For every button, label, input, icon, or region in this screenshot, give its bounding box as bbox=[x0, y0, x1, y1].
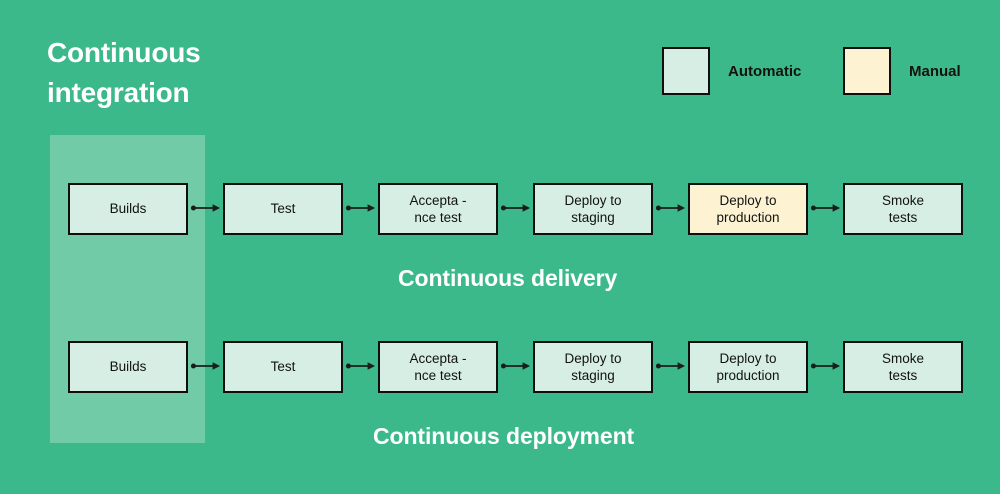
flow-arrow bbox=[190, 204, 221, 212]
flow-arrow bbox=[190, 362, 221, 370]
flow-arrow bbox=[345, 204, 376, 212]
legend-label-automatic: Automatic bbox=[728, 62, 802, 80]
stage-box[interactable]: Smoke tests bbox=[843, 341, 963, 393]
stage-box[interactable]: Accepta - nce test bbox=[378, 341, 498, 393]
stage-box[interactable]: Test bbox=[223, 183, 343, 235]
stage-box[interactable]: Deploy to production bbox=[688, 341, 808, 393]
flow-arrow bbox=[655, 204, 686, 212]
stage-box[interactable]: Test bbox=[223, 341, 343, 393]
row-caption-continuous-delivery: Continuous delivery bbox=[398, 265, 618, 291]
flow-arrow bbox=[500, 362, 531, 370]
row-caption-continuous-deployment: Continuous deployment bbox=[373, 423, 635, 449]
flow-arrow bbox=[345, 362, 376, 370]
continuous-integration-band bbox=[50, 135, 205, 443]
flow-arrow bbox=[810, 204, 841, 212]
flow-arrow bbox=[655, 362, 686, 370]
stage-box[interactable]: Deploy to production bbox=[688, 183, 808, 235]
legend-label-manual: Manual bbox=[909, 62, 961, 80]
stage-box[interactable]: Deploy to staging bbox=[533, 183, 653, 235]
automatic-swatch bbox=[662, 47, 710, 95]
stage-box[interactable]: Deploy to staging bbox=[533, 341, 653, 393]
stage-box[interactable]: Builds bbox=[68, 183, 188, 235]
page-title: Continuous integration bbox=[47, 37, 201, 108]
legend-item-manual: Manual bbox=[843, 47, 961, 95]
stage-box[interactable]: Smoke tests bbox=[843, 183, 963, 235]
legend-item-automatic: Automatic bbox=[662, 47, 801, 95]
flow-arrow bbox=[500, 204, 531, 212]
manual-swatch bbox=[843, 47, 891, 95]
stage-box[interactable]: Accepta - nce test bbox=[378, 183, 498, 235]
flow-arrow bbox=[810, 362, 841, 370]
stage-box[interactable]: Builds bbox=[68, 341, 188, 393]
